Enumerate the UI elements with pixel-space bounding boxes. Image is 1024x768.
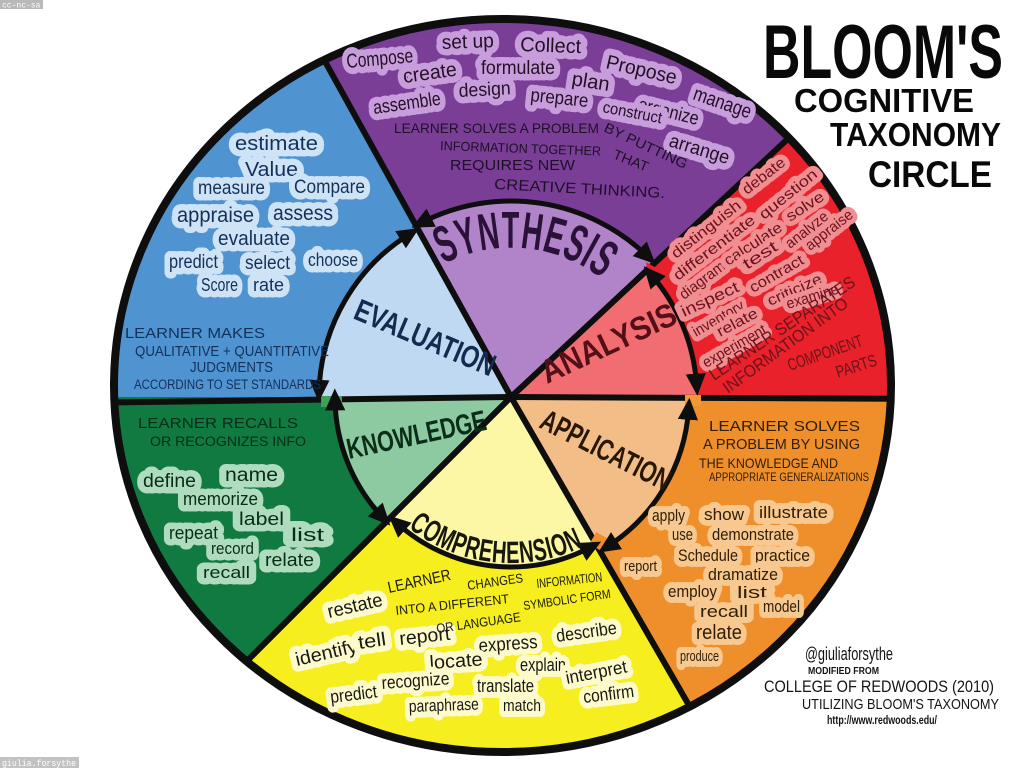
svg-text:show: show xyxy=(704,505,745,524)
svg-text:relate: relate xyxy=(696,622,742,644)
svg-text:appraise: appraise xyxy=(177,204,254,227)
svg-text:model: model xyxy=(763,597,800,616)
svg-text:OR RECOGNIZES INFO: OR RECOGNIZES INFO xyxy=(150,434,306,449)
svg-text:COGNITIVE: COGNITIVE xyxy=(794,82,974,119)
svg-text:rate: rate xyxy=(253,275,284,295)
svg-text:cc-nc-sa: cc-nc-sa xyxy=(2,2,41,11)
svg-text:@giuliaforsythe: @giuliaforsythe xyxy=(805,644,893,664)
svg-text:ACCORDING TO SET STANDARDS: ACCORDING TO SET STANDARDS xyxy=(134,377,321,392)
svg-text:label: label xyxy=(239,509,284,529)
svg-text:giulia.forsythe: giulia.forsythe xyxy=(2,758,76,768)
svg-text:Compare: Compare xyxy=(294,177,365,198)
svg-text:CIRCLE: CIRCLE xyxy=(868,154,992,195)
svg-text:tell: tell xyxy=(357,629,388,654)
svg-text:UTILIZING BLOOM'S TAXONOMY: UTILIZING BLOOM'S TAXONOMY xyxy=(802,697,999,713)
svg-text:translate: translate xyxy=(477,676,534,696)
svg-text:MODIFIED FROM: MODIFIED FROM xyxy=(808,665,879,677)
svg-text:demonstrate: demonstrate xyxy=(712,525,794,544)
svg-text:recall: recall xyxy=(203,563,250,582)
svg-text:http://www.redwoods.edu/: http://www.redwoods.edu/ xyxy=(827,715,938,727)
svg-text:assess: assess xyxy=(273,202,333,225)
svg-text:dramatize: dramatize xyxy=(708,565,778,584)
svg-text:report: report xyxy=(624,558,658,575)
svg-text:evaluate: evaluate xyxy=(218,228,290,250)
svg-text:memorize: memorize xyxy=(183,489,258,509)
svg-text:design: design xyxy=(458,78,511,102)
svg-text:relate: relate xyxy=(265,550,314,570)
svg-text:paraphrase: paraphrase xyxy=(408,695,479,716)
svg-text:name: name xyxy=(225,465,278,486)
svg-text:Schedule: Schedule xyxy=(678,546,738,565)
svg-text:choose: choose xyxy=(308,250,358,270)
svg-text:illustrate: illustrate xyxy=(759,503,828,522)
svg-text:LEARNER SOLVES A PROBLEM: LEARNER SOLVES A PROBLEM xyxy=(394,120,599,136)
svg-text:record: record xyxy=(211,539,254,558)
svg-text:express: express xyxy=(478,632,538,657)
svg-text:produce: produce xyxy=(680,648,719,665)
svg-text:predict: predict xyxy=(169,252,219,273)
svg-text:APPROPRIATE GENERALIZATIONS: APPROPRIATE GENERALIZATIONS xyxy=(709,470,869,484)
svg-text:select: select xyxy=(245,253,291,274)
svg-text:estimate: estimate xyxy=(235,133,318,155)
svg-text:JUDGMENTS: JUDGMENTS xyxy=(190,360,273,376)
svg-text:LEARNER RECALLS: LEARNER RECALLS xyxy=(138,415,298,432)
svg-text:practice: practice xyxy=(755,546,810,565)
svg-text:explain: explain xyxy=(520,655,566,675)
svg-text:INFORMATION TOGETHER: INFORMATION TOGETHER xyxy=(440,138,601,159)
svg-text:TAXONOMY: TAXONOMY xyxy=(830,116,1001,153)
svg-text:recall: recall xyxy=(700,602,748,621)
svg-text:formulate: formulate xyxy=(481,58,555,79)
svg-text:Score: Score xyxy=(201,275,238,295)
svg-text:LEARNER MAKES: LEARNER MAKES xyxy=(125,325,265,342)
svg-text:LEARNER SOLVES: LEARNER SOLVES xyxy=(709,418,860,435)
svg-text:use: use xyxy=(672,525,693,544)
svg-text:employ: employ xyxy=(668,582,717,601)
svg-text:Collect: Collect xyxy=(520,34,582,58)
svg-text:REQUIRES NEW: REQUIRES NEW xyxy=(450,157,576,174)
svg-text:BLOOM'S: BLOOM'S xyxy=(763,10,1003,95)
svg-text:measure: measure xyxy=(198,178,265,199)
svg-text:INFORMATION: INFORMATION xyxy=(536,569,603,591)
svg-text:apply: apply xyxy=(652,506,685,525)
svg-text:list: list xyxy=(291,525,324,545)
svg-text:THE KNOWLEDGE AND: THE KNOWLEDGE AND xyxy=(699,455,838,471)
svg-text:match: match xyxy=(503,696,541,715)
svg-text:COLLEGE OF REDWOODS (2010): COLLEGE OF REDWOODS (2010) xyxy=(764,677,994,696)
svg-text:set up: set up xyxy=(441,30,494,54)
svg-text:A PROBLEM BY USING: A PROBLEM BY USING xyxy=(703,436,860,453)
svg-text:QUALITATIVE + QUANTITATIVE: QUALITATIVE + QUANTITATIVE xyxy=(135,344,329,360)
